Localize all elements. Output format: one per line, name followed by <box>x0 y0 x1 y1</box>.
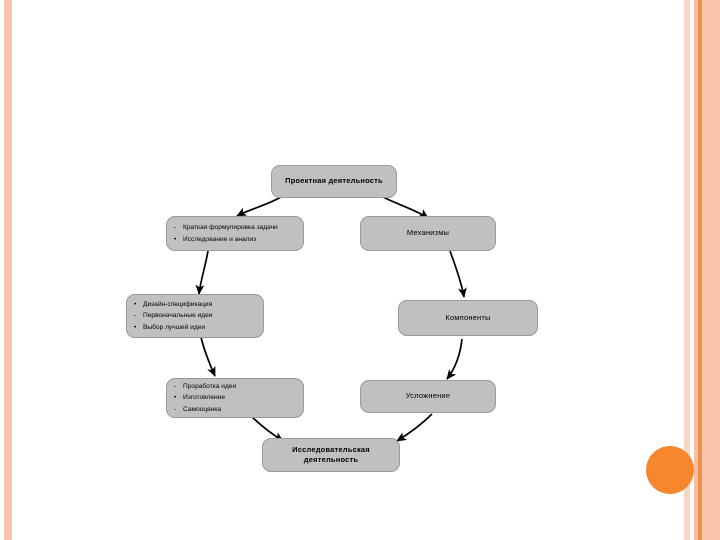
arrow-project-to-task <box>236 196 282 217</box>
node-idea-development[interactable]: - Проработка идеи • Изготовление - Самоо… <box>166 378 304 418</box>
bullet-marker: • <box>134 323 137 331</box>
node-components-label: Компоненты <box>445 312 491 322</box>
list-item: - Краткая формулировка задачи <box>174 222 297 233</box>
node-complication[interactable]: Усложнение <box>360 380 496 413</box>
node-project-activity-label: Проектная деятельность <box>285 176 383 186</box>
node-mechanisms-label: Механизмы <box>406 228 450 238</box>
node-research-activity-label-line1: Исследовательская <box>292 444 370 454</box>
node-research-activity-label-line2: деятельность <box>303 455 359 464</box>
orange-circle-decoration <box>646 446 694 494</box>
left-border-stripe <box>4 0 12 540</box>
right-border-stripe-3 <box>698 0 702 540</box>
node-mechanisms[interactable]: Механизмы <box>360 216 496 251</box>
arrow-components-to-complication <box>446 338 463 380</box>
list-item: - Самооценка <box>174 404 297 415</box>
node-task-statement[interactable]: - Краткая формулировка задачи • Исследов… <box>166 216 304 251</box>
list-item: • Выбор лучшей идеи <box>134 322 257 333</box>
bullet-marker: - <box>174 224 177 232</box>
bullet-marker: • <box>134 301 137 308</box>
bullet-marker: - <box>174 405 177 413</box>
bullet-marker: - <box>174 383 177 390</box>
node-design-specification-list: • Дизайн-спецификация - Первоначальные и… <box>127 299 263 333</box>
arrow-designspec-to-ideadev <box>200 336 216 377</box>
list-item-label: Первоначальные идеи <box>143 312 213 320</box>
list-item-label: Самооценка <box>183 405 222 413</box>
node-design-specification[interactable]: • Дизайн-спецификация - Первоначальные и… <box>126 294 264 338</box>
arrow-complication-to-research <box>396 413 433 442</box>
arrow-task-to-designspec <box>195 250 209 296</box>
list-item: - Первоначальные идеи <box>134 310 257 321</box>
bullet-marker: - <box>134 312 137 320</box>
bullet-marker: • <box>174 235 177 243</box>
node-project-activity[interactable]: Проектная деятельность <box>271 165 397 198</box>
node-task-statement-list: - Краткая формулировка задачи • Исследов… <box>167 222 303 245</box>
list-item: • Исследование и анализ <box>174 234 297 245</box>
node-idea-development-list: - Проработка идеи • Изготовление - Самоо… <box>167 381 303 415</box>
node-components[interactable]: Компоненты <box>398 300 538 336</box>
bullet-marker: • <box>174 394 177 402</box>
right-border-stripe-2 <box>694 0 698 540</box>
list-item-label: Изготовление <box>183 394 226 402</box>
right-border-stripe-4 <box>702 0 720 540</box>
list-item-label: Проработка идеи <box>183 383 237 390</box>
arrow-ideadev-to-research <box>248 413 284 442</box>
list-item-label: Краткая формулировка задачи <box>183 224 278 232</box>
list-item: • Изготовление <box>174 392 297 403</box>
node-research-activity[interactable]: Исследовательская деятельность <box>262 438 400 472</box>
list-item-label: Исследование и анализ <box>183 235 257 243</box>
node-complication-label: Усложнение <box>405 391 451 401</box>
list-item-label: Выбор лучшей идеи <box>143 323 206 331</box>
list-item: • Дизайн-спецификация <box>134 299 257 310</box>
arrow-project-to-mechanisms <box>382 196 429 219</box>
list-item-label: Дизайн-спецификация <box>143 301 213 308</box>
right-border-stripe-1 <box>684 0 690 540</box>
list-item: - Проработка идеи <box>174 381 297 392</box>
arrow-mechanisms-to-components <box>449 250 467 299</box>
